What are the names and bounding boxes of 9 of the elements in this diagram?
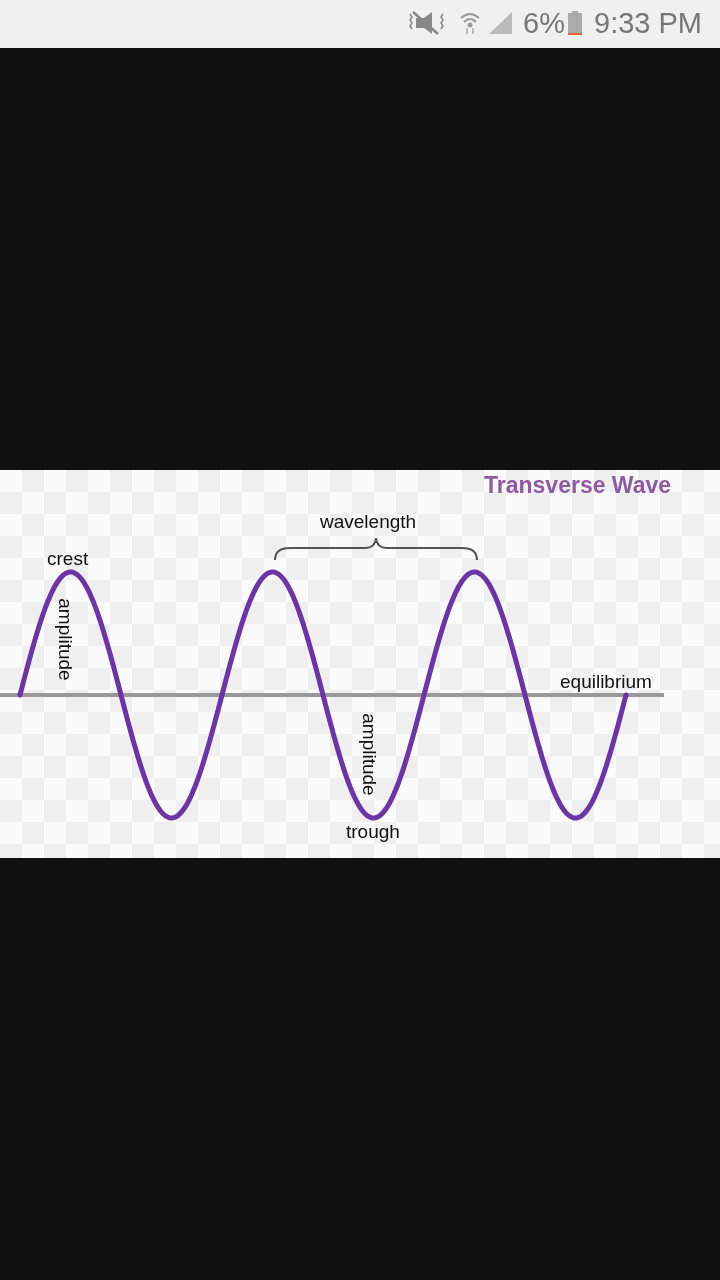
amplitude-label: amplitude xyxy=(55,598,75,681)
amplitude-label: amplitude xyxy=(359,713,379,796)
battery-percent: 6% xyxy=(523,9,565,38)
clock-time: 9:33 PM xyxy=(594,9,702,38)
wavelength-label: wavelength xyxy=(320,512,417,531)
equilibrium-label: equilibrium xyxy=(560,672,652,691)
trough-label: trough xyxy=(346,822,400,841)
diagram-title: Transverse Wave xyxy=(484,474,672,497)
crest-label: crest xyxy=(47,549,89,568)
